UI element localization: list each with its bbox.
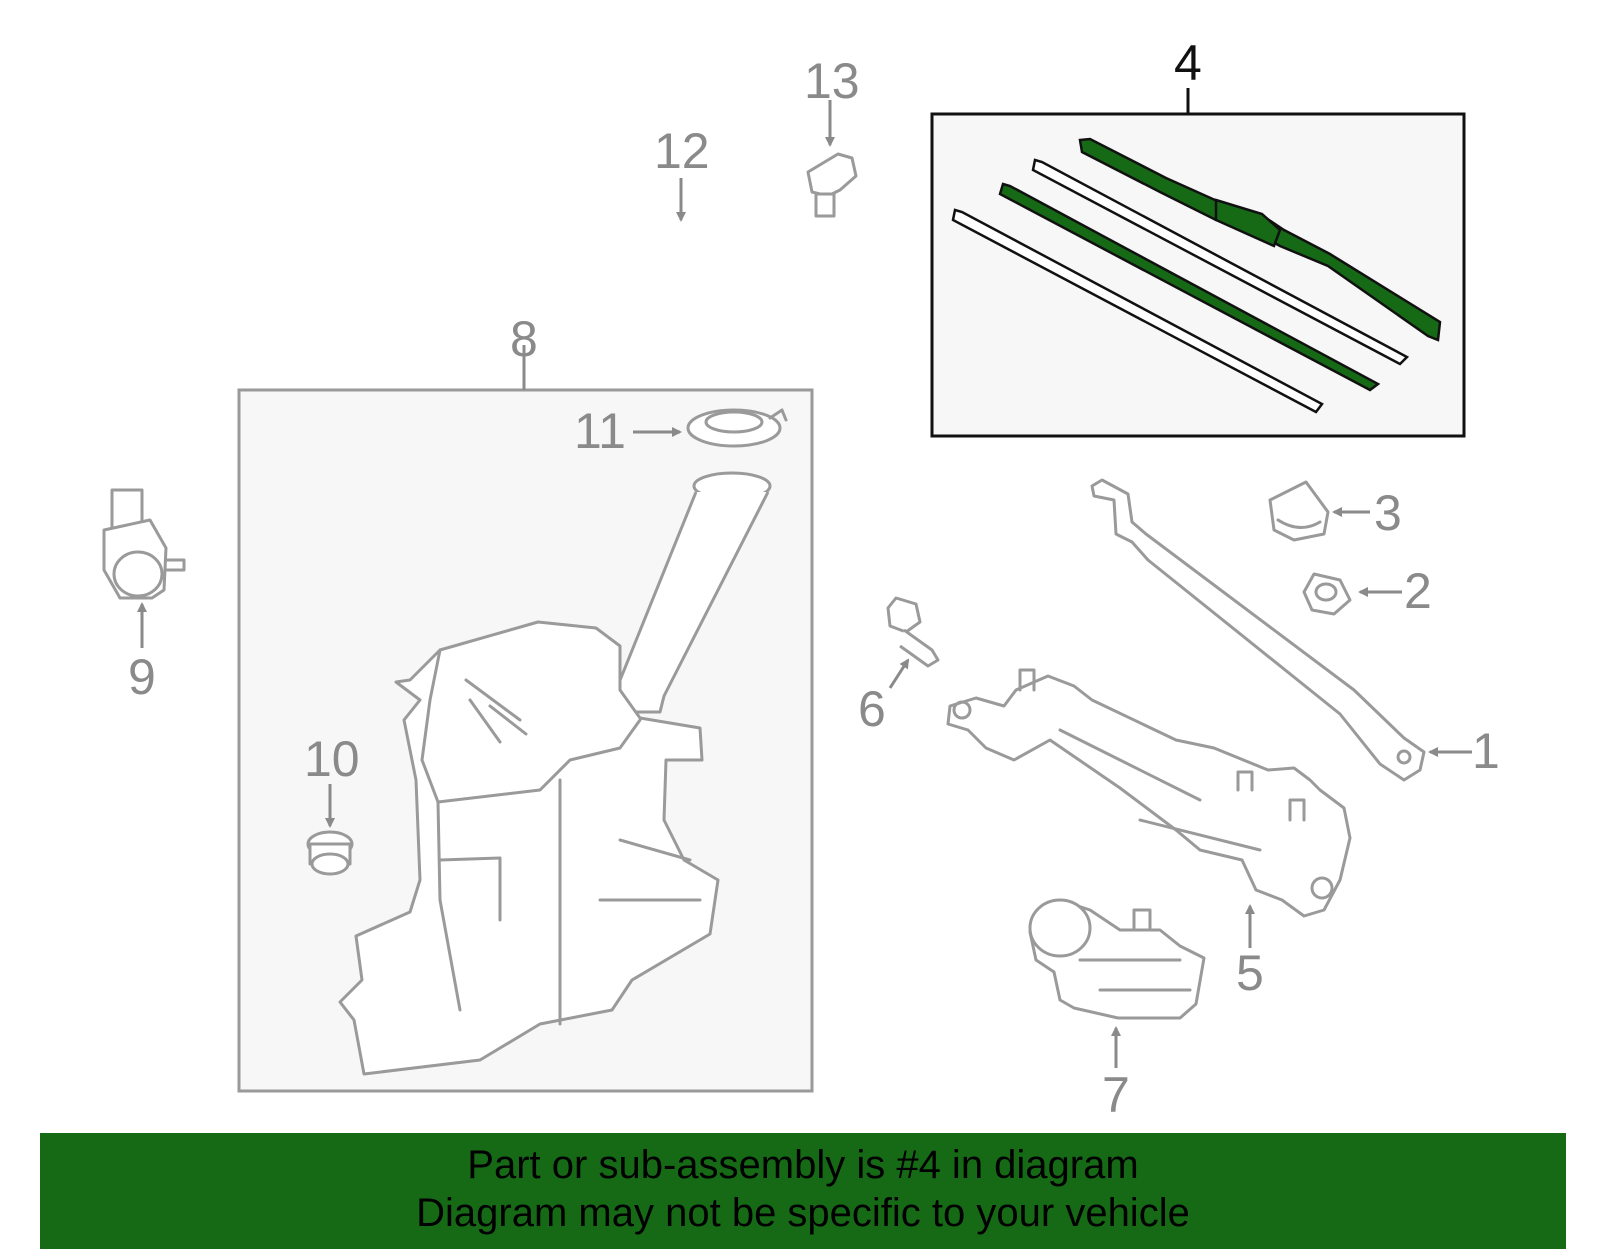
washer-nozzle-part (806, 100, 858, 218)
wiper-linkage-part (946, 668, 1352, 948)
bolt-part (886, 596, 940, 689)
arm-cap-part (1268, 480, 1370, 542)
wiper-blade-box (930, 88, 1466, 438)
reservoir-tank-part (338, 471, 772, 1076)
wiper-arm-part (1090, 478, 1472, 782)
grommet-part (306, 784, 354, 876)
washer-pump-part (102, 488, 186, 648)
info-banner: Part or sub-assembly is #4 in diagram Di… (40, 1133, 1566, 1249)
callout-3: 3 (1374, 485, 1402, 541)
callout-5: 5 (1236, 945, 1264, 1001)
callout-9: 9 (128, 649, 156, 705)
callout-4: 4 (1174, 35, 1202, 91)
callout-7: 7 (1102, 1067, 1130, 1123)
callout-1: 1 (1472, 723, 1500, 779)
callout-2: 2 (1404, 563, 1432, 619)
nut-part (1302, 572, 1402, 616)
callout-13: 13 (804, 53, 860, 109)
banner-line-1: Part or sub-assembly is #4 in diagram (467, 1143, 1139, 1187)
reservoir-cap-part (633, 408, 788, 448)
washer-hose-part (517, 109, 835, 306)
callout-6: 6 (858, 681, 886, 737)
callout-12: 12 (654, 123, 710, 179)
callout-8: 8 (510, 311, 538, 367)
wiper-motor-part (1028, 898, 1206, 1068)
wiper-blade-part (951, 137, 1442, 414)
callout-11: 11 (574, 403, 626, 459)
callout-10: 10 (304, 731, 360, 787)
banner-line-2: Diagram may not be specific to your vehi… (416, 1191, 1190, 1235)
